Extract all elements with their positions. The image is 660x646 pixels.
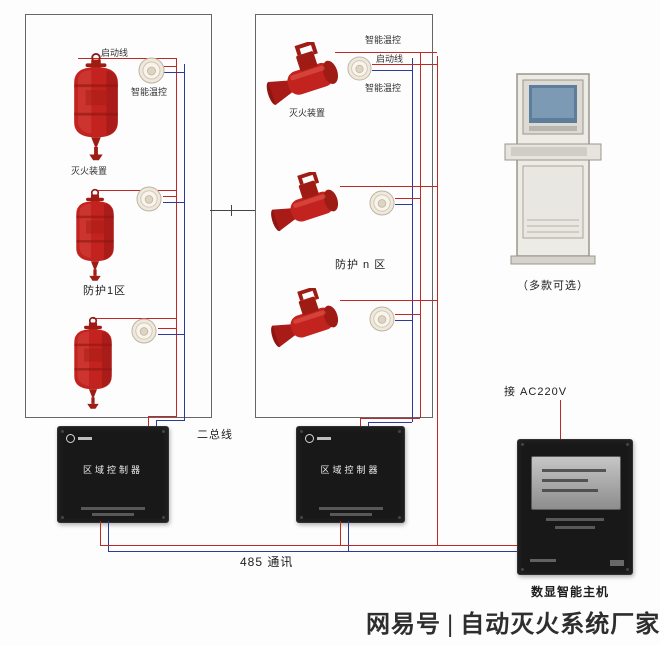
- zone1-det3-red-stub: [158, 328, 176, 329]
- zoneN-boundary: [255, 14, 433, 418]
- zone1-det2-red-stub: [163, 196, 176, 197]
- controller1-bus-red-drop: [100, 521, 101, 546]
- zone-controller-1: 区域控制器: [57, 426, 169, 523]
- zoneN-wire-red-drop: [360, 418, 361, 427]
- controller-logo-icon: [66, 434, 92, 443]
- comm485-label: 485 通讯: [240, 555, 294, 569]
- zone1-boundary: [25, 14, 212, 418]
- host-fineprint: [546, 518, 604, 521]
- zone1-wire-red-vertical: [176, 58, 177, 416]
- zoneN-temp-control-mid-label: 智能温控: [365, 83, 402, 93]
- extinguisher-tank-icon: [74, 316, 112, 409]
- controllerN-fineprint: [318, 507, 383, 510]
- detector-icon: [138, 57, 165, 84]
- controllerN-label: 区域控制器: [320, 465, 381, 475]
- watermark-brand: 网易号: [366, 611, 441, 638]
- zoneN-wire-blue-elbow: [368, 422, 412, 423]
- zone-controller-n: 区域控制器: [296, 426, 405, 523]
- zone1-wire-blue-drop: [156, 420, 157, 427]
- zone-link-wire: [210, 210, 255, 211]
- zoneN-title: 防护 n 区: [335, 259, 387, 271]
- controller1-bus-blue-drop: [108, 521, 109, 552]
- zone1-extinguisher-label: 灭火装置: [71, 166, 108, 176]
- zoneN-det3-blue-stub: [395, 320, 412, 321]
- detector-icon: [136, 186, 162, 212]
- watermark: 网易号|自动灭火系统厂家: [366, 604, 660, 639]
- zoneN-start-line-label: 启动线: [376, 54, 404, 64]
- zone1-start-line-label: 启动线: [101, 48, 129, 58]
- zoneN-spr1-red-stub: [335, 52, 437, 53]
- detector-icon: [347, 56, 372, 81]
- controller1-label: 区域控制器: [82, 465, 143, 475]
- zoneN-det2-blue-stub: [395, 204, 412, 205]
- zoneN-det1-red-stub: [372, 64, 437, 65]
- power-wire: [560, 400, 561, 439]
- suspended-extinguisher-icon: [271, 172, 339, 232]
- zone1-ext3-red-stub: [93, 318, 176, 319]
- zoneN-wire-red-elbow: [360, 418, 420, 419]
- zoneN-det3-red-stub: [395, 314, 420, 315]
- zoneN-spr3-red-stub: [340, 300, 437, 301]
- controller-logo-icon: [305, 434, 331, 443]
- extinguisher-tank-icon: [74, 52, 118, 161]
- host-display-screen: [531, 456, 621, 510]
- host-corner-mark: [610, 560, 624, 566]
- controllerN-bus-blue-drop: [348, 521, 349, 552]
- watermark-text: 自动灭火系统厂家: [460, 611, 660, 638]
- bus485-blue-line: [108, 551, 517, 552]
- zone1-wire-red-elbow: [148, 416, 177, 417]
- computer-workstation-icon: [504, 73, 602, 265]
- zone1-title: 防护1区: [83, 285, 127, 297]
- watermark-divider: |: [447, 611, 455, 638]
- zoneN-extinguisher-label: 灭火装置: [289, 108, 326, 118]
- zone1-det1-blue-stub: [164, 72, 184, 73]
- main-host-unit: [517, 439, 633, 575]
- zoneN-wire-red-to-bus: [437, 56, 438, 546]
- zone1-wire-blue-vertical: [184, 64, 185, 420]
- suspended-extinguisher-icon: [266, 42, 338, 105]
- zone1-det1-red-stub: [164, 66, 176, 67]
- controller1-fineprint: [81, 507, 145, 510]
- zone-link-tick: [231, 205, 232, 216]
- host-caption: 数显智能主机: [531, 585, 610, 599]
- zone1-wire-blue-elbow: [156, 420, 185, 421]
- zone1-start-line-wire: [78, 58, 176, 59]
- suspended-extinguisher-icon: [271, 288, 339, 348]
- zoneN-wire-blue-drop: [368, 422, 369, 427]
- zoneN-temp-control-top-label: 智能温控: [365, 35, 402, 45]
- extinguisher-tank-icon: [76, 188, 114, 281]
- power-label: 接 AC220V: [504, 386, 568, 398]
- zoneN-det2-red-stub: [395, 198, 420, 199]
- bus2-label: 二总线: [197, 429, 233, 441]
- detector-icon: [369, 190, 395, 216]
- bus485-red-line: [100, 545, 517, 546]
- zone1-temp-control-label: 智能温控: [131, 87, 168, 97]
- zone1-ext2-red-stub: [96, 190, 176, 191]
- controller1-fineprint: [92, 513, 134, 516]
- controllerN-bus-red-drop: [340, 521, 341, 546]
- zone1-wire-red-drop: [148, 416, 149, 427]
- controllerN-fineprint: [329, 513, 372, 516]
- zone1-det3-blue-stub: [158, 334, 184, 335]
- zoneN-wire-red-vertical: [420, 52, 421, 418]
- zoneN-spr2-red-stub: [340, 186, 437, 187]
- zone1-det2-blue-stub: [163, 202, 184, 203]
- host-fineprint: [555, 526, 595, 529]
- zoneN-det1-blue-stub: [372, 70, 412, 71]
- detector-icon: [369, 306, 395, 332]
- zoneN-wire-blue-vertical: [412, 58, 413, 422]
- computer-caption: （多款可选）: [517, 280, 589, 292]
- detector-icon: [131, 318, 157, 344]
- host-brand-mark: [530, 559, 556, 562]
